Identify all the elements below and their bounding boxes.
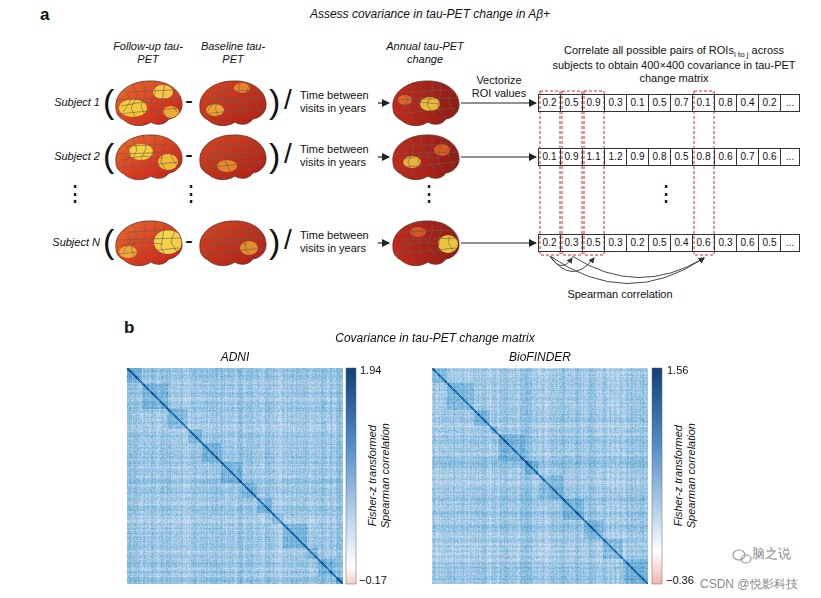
minus-sign: - [185, 88, 193, 112]
vector-cell: 0.2 [759, 95, 781, 111]
vector-cell: ... [781, 149, 799, 165]
covariance-matrix [432, 368, 648, 584]
watermark: CSDN @悦影科技 [700, 578, 798, 592]
matrix-title: ADNI [185, 351, 285, 365]
divide-sign: / [284, 86, 292, 114]
bracket: ( [103, 138, 114, 172]
vector-cell: 0.3 [561, 235, 583, 251]
minus-sign: - [185, 228, 193, 252]
vector-cell: 0.6 [737, 235, 759, 251]
time-note: Time between visits in years [300, 143, 378, 168]
vector-cell: ... [781, 95, 799, 111]
colorbar-title: Fisher-z transformed Spearman correlatio… [366, 411, 391, 541]
vector-cell: 0.9 [627, 149, 649, 165]
vector-cell: ... [781, 235, 799, 251]
vector-cell: 0.6 [693, 235, 715, 251]
ellipsis-dots: ⋮ [418, 183, 440, 205]
ellipsis-dots: ⋮ [180, 183, 202, 205]
divide-sign: / [284, 226, 292, 254]
figure-title: Assess covariance in tau-PET change in A… [230, 8, 630, 22]
bracket: ( [103, 84, 114, 118]
vector-cell: 0.6 [715, 149, 737, 165]
arc-label: Spearman correlation [560, 288, 680, 301]
vector-cell: 1.1 [583, 149, 605, 165]
colorbar-max: 1.94 [360, 364, 381, 377]
panel-letter: a [40, 5, 49, 25]
vector-cell: 0.2 [539, 235, 561, 251]
subscript: i to j [734, 50, 749, 59]
column-header: Annual tau-PET change [383, 40, 467, 65]
column-header: Baseline tau-PET [197, 40, 269, 65]
vector-cell: 0.7 [737, 149, 759, 165]
vector-cell: 0.5 [583, 235, 605, 251]
covariance-matrix [127, 368, 343, 584]
vector-cell: 0.1 [693, 95, 715, 111]
vector-cell: 0.1 [627, 95, 649, 111]
column-header: Follow-up tau-PET [112, 40, 184, 65]
minus-sign: - [185, 142, 193, 166]
bracket: ) [269, 138, 280, 172]
vector-cell: 0.4 [737, 95, 759, 111]
colorbar-max: 1.56 [667, 364, 688, 377]
roi-vector: 0.20.50.90.30.10.50.70.10.80.40.2... [538, 94, 800, 112]
vector-cell: 0.5 [649, 95, 671, 111]
panel-letter: b [124, 318, 134, 338]
roi-vector: 0.20.30.50.30.20.50.40.60.30.60.5... [538, 234, 800, 252]
vector-cell: 0.9 [583, 95, 605, 111]
vector-cell: 0.8 [649, 149, 671, 165]
vector-cell: 0.6 [759, 149, 781, 165]
time-note: Time between visits in years [300, 229, 378, 254]
note-text: Correlate all possible pairs of ROIs [564, 44, 734, 56]
vector-cell: 0.3 [605, 95, 627, 111]
watermark: 脑之说 [752, 547, 791, 562]
bracket: ) [269, 84, 280, 118]
panel-title: Covariance in tau-PET change matrix [285, 332, 585, 346]
bracket: ( [103, 224, 114, 258]
time-note: Time between visits in years [300, 89, 378, 114]
roi-vector: 0.10.91.11.20.90.80.50.80.60.70.6... [538, 148, 800, 166]
ellipsis-dots: ⋮ [64, 183, 86, 205]
colorbar-title: Fisher-z transformed Spearman correlatio… [672, 411, 697, 541]
vector-cell: 0.2 [627, 235, 649, 251]
bracket: ) [269, 224, 280, 258]
vector-cell: 0.2 [539, 95, 561, 111]
subject-label: Subject 2 [36, 150, 100, 163]
vector-cell: 0.8 [693, 149, 715, 165]
ellipsis-dots: ⋮ [655, 183, 677, 205]
vector-cell: 1.2 [605, 149, 627, 165]
divide-sign: / [284, 140, 292, 168]
arrow-label: Vectorize ROI values [466, 74, 532, 99]
vector-cell: 0.5 [671, 149, 693, 165]
vector-cell: 0.9 [561, 149, 583, 165]
vector-cell: 0.4 [671, 235, 693, 251]
vector-cell: 0.8 [715, 95, 737, 111]
vector-cell: 0.5 [759, 235, 781, 251]
matrix-title: BioFINDER [490, 351, 590, 365]
vector-cell: 0.3 [605, 235, 627, 251]
vector-cell: 0.5 [561, 95, 583, 111]
subject-label: Subject 1 [36, 96, 100, 109]
vector-cell: 0.1 [539, 149, 561, 165]
vector-cell: 0.3 [715, 235, 737, 251]
vector-cell: 0.7 [671, 95, 693, 111]
vector-cell: 0.5 [649, 235, 671, 251]
colorbar-min: −0.17 [359, 574, 387, 587]
subject-label: Subject N [36, 236, 100, 249]
colorbar-min: −0.36 [666, 574, 694, 587]
note-block: Correlate all possible pairs of ROIsi to… [546, 44, 802, 85]
